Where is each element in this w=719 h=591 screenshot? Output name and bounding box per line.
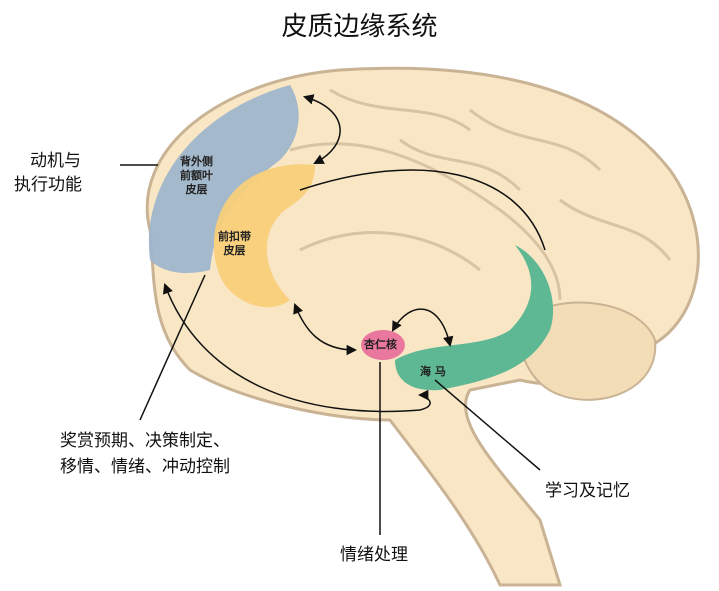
diagram-title: 皮质边缘系统 — [281, 12, 438, 42]
cerebellum — [518, 301, 657, 401]
learning-label: 学习及记忆 — [545, 481, 630, 501]
hippocampus-region — [395, 245, 554, 391]
motivation-label-1: 动机与 — [30, 151, 81, 171]
reward-label-1: 奖赏预期、决策制定、 — [60, 431, 230, 451]
emotion-label: 情绪处理 — [340, 545, 408, 565]
acc-label: 前扣带 皮层 — [218, 230, 251, 257]
reward-label-2: 移情、情绪、冲动控制 — [60, 457, 230, 477]
motivation-label-2: 执行功能 — [14, 175, 82, 195]
dlpfc-label: 背外侧 前额叶 皮层 — [180, 155, 213, 196]
acc-region — [213, 164, 315, 308]
hippocampus-label: 海 马 — [420, 365, 446, 378]
amygdala-label: 杏仁核 — [364, 338, 397, 351]
dlpfc-region — [148, 85, 299, 273]
